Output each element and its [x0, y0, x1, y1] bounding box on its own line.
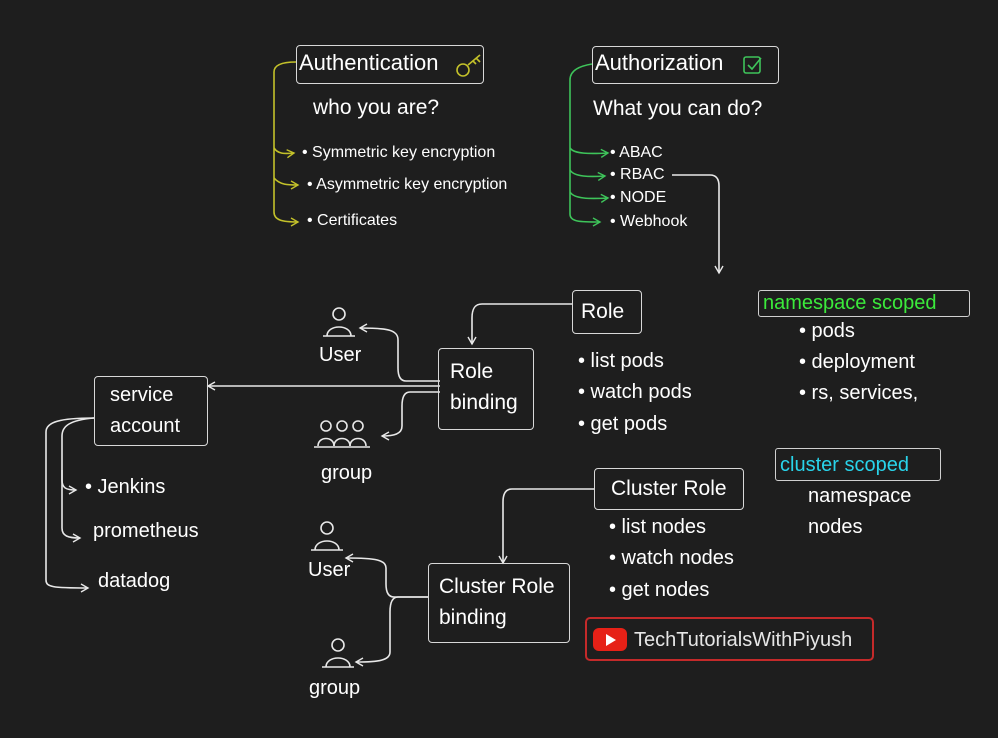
crb-to-user-arrow	[344, 553, 428, 598]
authz-item-abac: • ABAC	[610, 144, 663, 161]
cluster-role-item-list-nodes: • list nodes	[609, 516, 707, 538]
cluster-binding-user-label: User	[308, 559, 351, 581]
authz-item-webhook: • Webhook	[610, 213, 688, 230]
auth-item-certificates: • Certificates	[307, 212, 398, 229]
youtube-icon	[593, 628, 627, 651]
namespace-item-rs-services: • rs, services,	[799, 382, 919, 404]
role-binding-line1: Role	[450, 360, 494, 383]
binding-to-user-arrow	[358, 323, 440, 382]
cluster-role-item-get-nodes: • get nodes	[609, 579, 710, 601]
auth-item-symmetric: • Symmetric key encryption	[302, 144, 496, 161]
authentication-box: Authentication	[296, 45, 484, 84]
service-account-item-jenkins: • Jenkins	[85, 476, 166, 498]
role-box: Role	[572, 290, 642, 334]
user-icon	[323, 307, 355, 337]
namespace-item-pods: • pods	[799, 320, 855, 342]
role-item-get-pods: • get pods	[578, 413, 668, 435]
brand-label: TechTutorialsWithPiyush	[634, 629, 853, 651]
authz-item-node: • NODE	[610, 189, 667, 206]
authorization-box: Authorization	[592, 46, 779, 84]
service-account-line1: service	[110, 384, 174, 406]
authorization-title: Authorization	[595, 50, 724, 75]
cluster-scoped-tag: cluster scoped	[775, 448, 941, 481]
cluster-binding-group-label: group	[309, 677, 361, 699]
cluster-role-item-watch-nodes: • watch nodes	[609, 547, 734, 569]
role-to-binding-arrow	[467, 303, 572, 346]
authorization-subtitle: What you can do?	[593, 97, 763, 120]
service-account-box: service account	[94, 376, 208, 446]
role-binding-user-label: User	[319, 344, 362, 366]
namespace-item-deployment: • deployment	[799, 351, 915, 373]
authz-item-rbac: • RBAC	[610, 166, 665, 183]
cluster-group-icon	[322, 638, 354, 668]
cluster-role-binding-line1: Cluster Role	[439, 575, 555, 598]
cluster-role-box: Cluster Role	[594, 468, 744, 510]
service-account-line2: account	[110, 415, 181, 437]
authentication-title: Authentication	[299, 50, 439, 75]
role-binding-group-label: group	[321, 462, 373, 484]
auth-item-asymmetric: • Asymmetric key encryption	[307, 176, 508, 193]
clusterrole-to-binding-arrow	[498, 488, 594, 565]
cluster-user-icon	[311, 521, 343, 551]
role-title: Role	[581, 300, 625, 323]
role-binding-line2: binding	[450, 391, 518, 414]
service-account-branches	[45, 417, 95, 593]
cluster-role-binding-box: Cluster Role binding	[428, 563, 570, 643]
checkbox-icon	[743, 56, 762, 74]
brand-badge[interactable]: TechTutorialsWithPiyush	[585, 617, 874, 661]
role-item-watch-pods: • watch pods	[578, 381, 692, 403]
cluster-scoped-item-nodes: nodes	[808, 516, 863, 538]
cluster-scoped-item-namespace: namespace	[808, 485, 912, 507]
rbac-arrow	[672, 174, 724, 275]
authorization-branches	[569, 63, 610, 227]
binding-to-group-arrow	[380, 391, 440, 441]
service-account-item-prometheus: prometheus	[93, 520, 199, 542]
group-icon	[314, 420, 370, 448]
role-binding-box: Role binding	[438, 348, 534, 430]
authentication-branches	[273, 61, 300, 227]
key-icon	[456, 54, 481, 77]
service-account-item-datadog: datadog	[98, 570, 171, 592]
role-item-list-pods: • list pods	[578, 350, 664, 372]
cluster-role-title: Cluster Role	[611, 477, 727, 500]
authentication-subtitle: who you are?	[313, 96, 440, 119]
crb-to-group-arrow	[354, 596, 428, 667]
namespace-scoped-tag: namespace scoped	[758, 290, 970, 317]
cluster-role-binding-line2: binding	[439, 606, 507, 629]
